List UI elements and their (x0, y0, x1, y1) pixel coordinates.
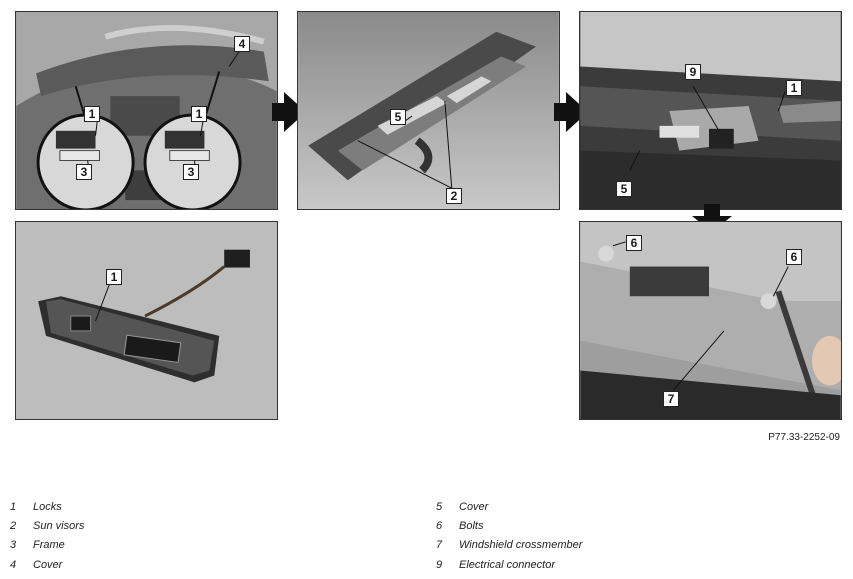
callout-1: 1 (84, 106, 100, 122)
photo-panel-crossmember: 6 6 7 (579, 221, 842, 420)
legend-right: 5 Cover 6 Bolts 7 Windshield crossmember… (436, 501, 736, 579)
callout-6: 6 (786, 249, 802, 265)
legend-number: 6 (436, 520, 443, 532)
callout-4: 4 (234, 36, 250, 52)
callout-1: 1 (786, 80, 802, 96)
callout-1: 1 (191, 106, 207, 122)
callout-5: 5 (616, 181, 632, 197)
callout-2: 2 (446, 188, 462, 204)
legend-number: 1 (10, 501, 17, 513)
legend-number: 4 (10, 559, 17, 571)
callout-9: 9 (685, 64, 701, 80)
figure-reference-code: P77.33-2252-09 (768, 432, 840, 443)
legend-number: 3 (10, 539, 17, 551)
lock-illustration (16, 222, 277, 419)
legend-text: Bolts (459, 520, 484, 532)
legend-number: 5 (436, 501, 443, 513)
photo-panel-lock: 1 (15, 221, 278, 420)
legend-left: 1 Locks 2 Sun visors 3 Frame 4 Cover (10, 501, 310, 579)
legend-text: Frame (33, 539, 65, 551)
callout-7: 7 (663, 391, 679, 407)
legend-number: 2 (10, 520, 17, 532)
legend-text: Electrical connector (459, 559, 555, 571)
legend-text: Windshield crossmember (459, 539, 583, 551)
photo-panel-connector: 9 1 5 (579, 11, 842, 210)
legend-text: Cover (33, 559, 63, 571)
legend-number: 7 (436, 539, 443, 551)
connector-illustration (580, 12, 841, 209)
interior-illustration (16, 12, 277, 209)
callout-3: 3 (76, 164, 92, 180)
callout-3: 3 (183, 164, 199, 180)
legend-text: Locks (33, 501, 62, 513)
crossmember-illustration (580, 222, 841, 419)
legend-text: Cover (459, 501, 489, 513)
sun-visor-illustration (298, 12, 559, 209)
legend-number: 9 (436, 559, 443, 571)
callout-1: 1 (106, 269, 122, 285)
callout-5: 5 (390, 109, 406, 125)
callout-6: 6 (626, 235, 642, 251)
photo-panel-interior: 4 1 1 3 3 (15, 11, 278, 210)
photo-panel-sun-visors: 5 2 (297, 11, 560, 210)
legend-text: Sun visors (33, 520, 85, 532)
